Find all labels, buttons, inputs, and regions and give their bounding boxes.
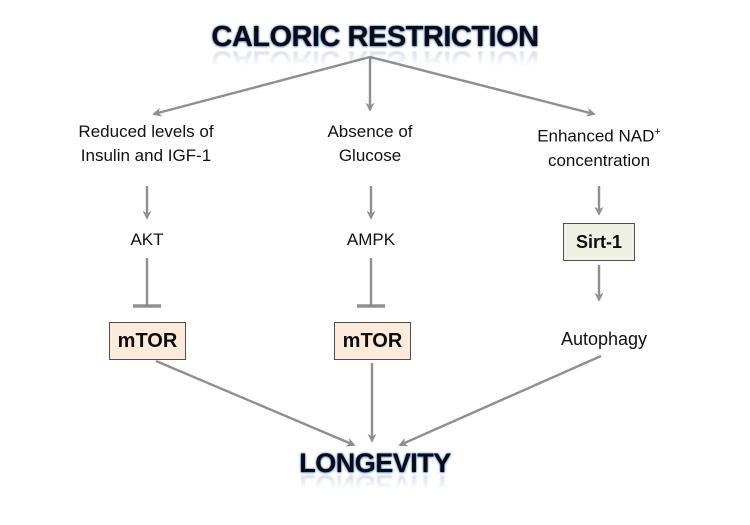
node-ampk: AMPK: [346, 230, 396, 249]
trigger-line2: concentration: [547, 150, 651, 170]
title-caloric-restriction: CALORIC RESTRICTION CALORIC RESTRICTION: [0, 21, 750, 77]
arrow-autophagy-to-longevity: [398, 354, 602, 447]
trigger-insulin-igf1: Reduced levels of Insulin and IGF-1: [46, 120, 246, 168]
trigger-glucose: Absence of Glucose: [270, 120, 470, 168]
trigger-line1-text: Enhanced NAD: [537, 126, 655, 146]
node-autophagy: Autophagy: [560, 329, 648, 349]
outcome-text: LONGEVITY: [299, 448, 451, 478]
node-mtor-box-2: mTOR: [334, 322, 411, 360]
node-mtor-box-1: mTOR: [109, 322, 186, 360]
trigger-nad: Enhanced NAD+ concentration: [499, 120, 699, 173]
title-text: CALORIC RESTRICTION: [211, 21, 539, 53]
trigger-line1: Absence of: [327, 122, 413, 141]
arrow-cr-to-nad-branch: [369, 55, 596, 117]
trigger-line1: Reduced levels of: [78, 122, 214, 141]
arrow-cr-to-insulin-branch: [152, 55, 371, 117]
title-reflection: CALORIC RESTRICTION: [211, 44, 539, 77]
node-sirt1-box: Sirt-1: [563, 223, 635, 261]
trigger-line2: Glucose: [338, 146, 402, 165]
trigger-line1: Enhanced NAD+: [499, 120, 699, 149]
trigger-line2: Insulin and IGF-1: [80, 146, 212, 165]
arrow-mtor1-to-longevity: [155, 359, 356, 447]
node-akt: AKT: [130, 230, 164, 249]
superscript-plus: +: [654, 126, 661, 138]
outcome-reflection: LONGEVITY: [299, 469, 451, 500]
title-longevity: LONGEVITY LONGEVITY: [0, 448, 750, 500]
